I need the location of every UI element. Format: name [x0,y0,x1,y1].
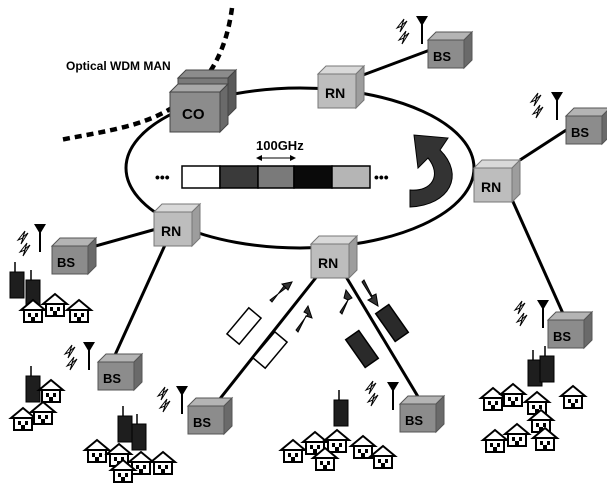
rn-label: RN [481,179,501,195]
rn-label: RN [161,223,181,239]
bs-node-bottom-right: BS [399,395,445,433]
channel-spacing-label: 100GHz [256,138,304,153]
bs-label: BS [193,415,211,430]
house-icon [9,261,586,483]
bs-node-right: BS [565,107,607,145]
bs-label: BS [433,49,451,64]
rn-label: RN [318,255,338,271]
man-title: Optical WDM MAN [66,59,171,73]
bs-label: BS [103,371,121,386]
bs-node-left: BS [51,237,97,275]
bs-label: BS [571,125,589,140]
spectrum-ellipsis-left: ••• [155,169,170,185]
rn-node-right: RN [473,159,521,203]
bs-node-far-right: BS [547,311,593,349]
man-boundary-arc [59,7,235,143]
rn-node-left: RN [153,203,201,247]
wdm-spectrum [181,165,371,189]
rn-label: RN [325,85,345,101]
co-node: CO [168,68,238,134]
bs-node-top-right: BS [427,31,473,69]
rn-node-top: RN [317,65,365,109]
bs-label: BS [405,413,423,428]
rotation-arrow-icon [409,134,453,208]
spectrum-ellipsis-right: ••• [374,169,389,185]
links [73,48,575,406]
bs-label: BS [553,329,571,344]
co-label: CO [182,106,205,123]
rn-node-bottom: RN [310,235,358,279]
lightning-icon [17,18,544,413]
bs-node-lower-left: BS [97,353,143,391]
bs-label: BS [57,255,75,270]
traffic-indicators [225,279,410,370]
bs-node-bottom-left: BS [187,397,233,435]
channel-spacing-arrow [256,155,296,161]
